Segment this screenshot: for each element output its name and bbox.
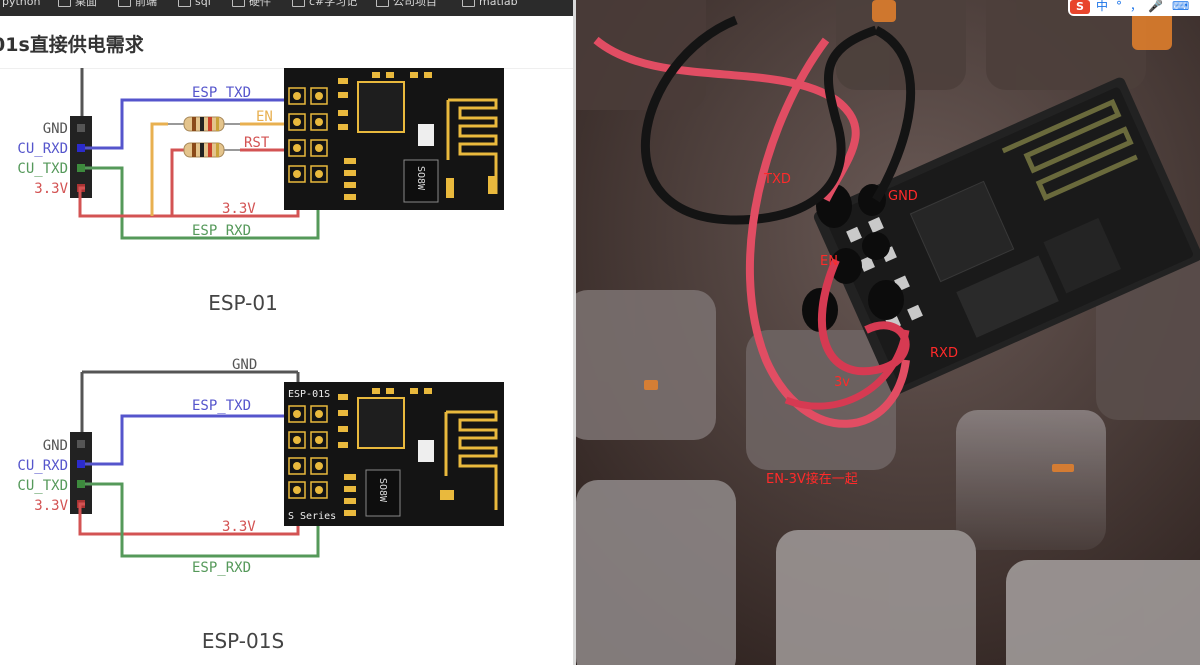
photo-illustration	[576, 0, 1200, 665]
bookmark-csharp[interactable]: c#学习记	[292, 0, 357, 10]
bookmark-frontend[interactable]: 前端	[118, 0, 157, 10]
bookmark-matlab[interactable]: matlab	[462, 0, 518, 10]
ime-toolbar[interactable]: S 中 ° ， 🎤 ⌨	[1068, 0, 1200, 16]
chip-label: SO8W	[415, 166, 426, 191]
ime-punctuation[interactable]: ，	[1130, 0, 1143, 13]
page-title: 01s直接供电需求	[0, 34, 144, 56]
pin-header	[70, 116, 92, 198]
chip-label: SO8W	[377, 478, 388, 503]
photo-label-3v: 3v	[834, 375, 850, 390]
bookmarks-bar: python 桌面 前端 sql 硬件 c#学习记 公司项目 matlab	[0, 0, 573, 16]
wire-esp-txd	[85, 98, 298, 150]
label-esp-txd: ESP_TXD	[192, 398, 251, 414]
photo-label-note: EN-3V接在一起	[766, 472, 858, 487]
pin-label-txd: CU_TXD	[17, 478, 68, 494]
wire-en-pullup	[150, 122, 168, 216]
board-footer: S Series	[288, 511, 336, 522]
label-33v: 3.3V	[222, 519, 256, 535]
wire-esp-txd	[85, 414, 298, 466]
wire-33v	[78, 490, 300, 536]
label-esp-txd: ESP_TXD	[192, 85, 251, 101]
pin-label-rxd: CU_RXD	[17, 141, 68, 157]
keyboard-keycaps	[576, 0, 1200, 665]
bookmark-sql[interactable]: sql	[178, 0, 211, 10]
ime-chinese-mode[interactable]: 中	[1096, 0, 1109, 13]
red-wire-photo	[593, 36, 860, 202]
wire-esp-rxd	[85, 166, 320, 240]
photo-label-rxd: RXD	[930, 346, 958, 361]
pin-header	[70, 432, 92, 514]
pin-label-txd: CU_TXD	[17, 161, 68, 177]
wire-rst-pullup	[170, 148, 186, 216]
caption-esp01s: ESP-01S	[202, 629, 284, 653]
label-esp-rxd: ESP_RXD	[192, 223, 251, 239]
pin-label-rxd: CU_RXD	[17, 458, 68, 474]
ime-dot-icon[interactable]: °	[1116, 0, 1122, 13]
caption-esp01: ESP-01	[208, 291, 278, 315]
label-33v: 3.3V	[222, 201, 256, 217]
folder-icon	[462, 0, 475, 7]
folder-icon	[292, 0, 305, 7]
split-divider[interactable]	[573, 0, 576, 665]
annotated-photo: S 中 ° ， 🎤 ⌨ TXD GND EN RXD 3v EN-3V接在一起	[576, 0, 1200, 665]
resistor-en	[168, 116, 240, 132]
esp01-board: SO8W	[284, 68, 504, 210]
pin-label-gnd: GND	[43, 438, 68, 454]
microphone-icon[interactable]: 🎤	[1148, 0, 1163, 13]
photo-label-txd: TXD	[764, 172, 791, 187]
label-esp-rxd: ESP_RXD	[192, 560, 251, 576]
resistor-rst	[183, 142, 240, 158]
folder-icon	[232, 0, 245, 7]
esp01-wiring-diagram: GND CU_RXD CU_TXD 3.3V ESP_	[17, 68, 504, 315]
label-en: EN	[256, 109, 273, 125]
article-pane: python 桌面 前端 sql 硬件 c#学习记 公司项目 matlab 01…	[0, 0, 573, 665]
pin-label-33v: 3.3V	[34, 181, 68, 197]
wire-esp-rxd	[85, 482, 320, 558]
bookmark-python[interactable]: python	[2, 0, 41, 8]
esp01s-board: ESP-01S S Series SO8W	[284, 382, 504, 526]
black-wire-photo	[640, 15, 878, 225]
wire-33v	[78, 178, 300, 218]
ime-logo[interactable]: S	[1070, 0, 1090, 14]
keyboard-icon[interactable]: ⌨	[1172, 0, 1190, 13]
board-label: ESP-01S	[288, 389, 330, 400]
pin-label-33v: 3.3V	[34, 498, 68, 514]
photo-label-gnd: GND	[888, 189, 918, 204]
pin-label-gnd: GND	[43, 121, 68, 137]
photo-label-en: EN	[820, 254, 838, 269]
folder-icon	[376, 0, 389, 7]
esp-module-photo	[813, 77, 1200, 395]
bookmark-hardware[interactable]: 硬件	[232, 0, 271, 10]
label-gnd: GND	[232, 357, 257, 373]
bookmark-desktop[interactable]: 桌面	[58, 0, 97, 10]
bookmark-company[interactable]: 公司项目	[376, 0, 437, 10]
folder-icon	[58, 0, 71, 7]
folder-icon	[118, 0, 131, 7]
folder-icon	[178, 0, 191, 7]
esp01s-wiring-diagram: GND CU_RXD CU_TXD 3.3V GND ESP_TXD 3.3V …	[17, 357, 504, 653]
label-rst: RST	[244, 135, 270, 151]
